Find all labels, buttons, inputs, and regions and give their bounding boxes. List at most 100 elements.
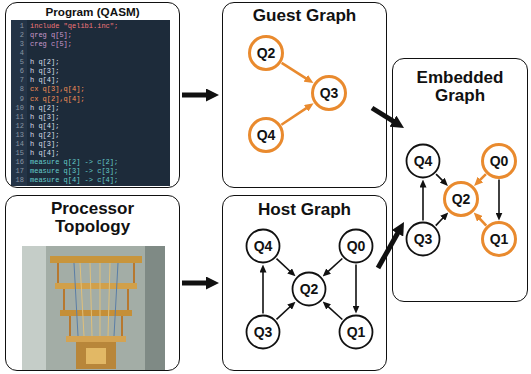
panel-title: Program (QASM) xyxy=(9,6,177,19)
code-line: h q[3]; xyxy=(30,140,168,148)
panel-title: Guest Graph xyxy=(226,7,384,25)
line-number: 7 xyxy=(12,76,24,84)
coupling-arrow xyxy=(277,259,292,273)
panel-title: Processor Topology xyxy=(33,200,153,237)
coupling-arrow xyxy=(262,271,264,314)
line-number: 16 xyxy=(12,158,24,166)
mixing-chamber xyxy=(76,342,116,369)
qubit-node: Q0 xyxy=(481,143,517,179)
line-number: 11 xyxy=(12,113,24,121)
line-number: 12 xyxy=(12,122,24,130)
coax-lines xyxy=(80,263,110,336)
code-line: h q[4]; xyxy=(30,122,168,130)
code-line: qreg q[5]; xyxy=(30,31,168,39)
cryostat-photo xyxy=(22,246,165,370)
qubit-label: Q3 xyxy=(245,314,281,350)
panel-title: Host Graph xyxy=(226,201,384,219)
cryostat-plate xyxy=(50,256,142,263)
coupling-arrow xyxy=(327,306,342,320)
code-line: h q[2]; xyxy=(30,131,168,139)
panel-box: Processor Topology xyxy=(5,195,180,371)
flow-arrow xyxy=(182,281,210,286)
code-line: h q[4]; xyxy=(30,149,168,157)
coupling-arrow xyxy=(498,180,500,215)
line-number: 8 xyxy=(12,85,24,93)
qubit-node: Q3 xyxy=(245,314,281,350)
qubit-label: Q0 xyxy=(338,228,374,264)
code-line: h q[4]; xyxy=(30,76,168,84)
coupling-arrow xyxy=(327,258,342,272)
code-screenshot xyxy=(11,20,170,186)
qubit-node: Q2 xyxy=(248,35,284,71)
code-line: h q[3]; xyxy=(30,67,168,75)
qubit-label: Q2 xyxy=(443,181,479,217)
line-number: 4 xyxy=(12,49,24,57)
line-number: 1 xyxy=(12,22,24,30)
qubit-node: Q0 xyxy=(338,228,374,264)
coupling-arrow xyxy=(422,186,424,221)
line-number: 10 xyxy=(12,104,24,112)
photo-wall xyxy=(145,246,165,370)
qubit-node: Q3 xyxy=(311,75,347,111)
coupling-arrow xyxy=(436,174,444,182)
qubit-label: Q3 xyxy=(311,75,347,111)
qubit-label: Q2 xyxy=(248,35,284,71)
qubit-label: Q2 xyxy=(291,271,327,307)
qubit-label: Q4 xyxy=(248,117,284,153)
cryostat-plate xyxy=(55,283,137,289)
coupling-arrow xyxy=(478,174,486,182)
photo-wall xyxy=(22,246,46,370)
code-line: creg c[5]; xyxy=(30,40,168,48)
line-number: 3 xyxy=(12,40,24,48)
line-number: 6 xyxy=(12,67,24,75)
sample-holder xyxy=(86,348,106,364)
cryostat-plate xyxy=(66,336,126,342)
cryostat-plate xyxy=(60,310,132,316)
coupling-arrow xyxy=(436,217,444,226)
flow-arrow xyxy=(378,230,400,268)
qubit-node: Q4 xyxy=(405,143,441,179)
code-line: h q[2]; xyxy=(30,104,168,112)
panel-box: Guest GraphQ2Q3Q4 xyxy=(222,2,387,188)
line-number: 14 xyxy=(12,140,24,148)
panel-title: Embedded Graph xyxy=(410,69,510,106)
code-line: measure q[2] -> c[2]; xyxy=(30,158,168,166)
qubit-label: Q3 xyxy=(405,221,441,257)
code-line: h q[2]; xyxy=(30,58,168,66)
qubit-node: Q1 xyxy=(481,221,517,257)
coupling-arrow xyxy=(277,306,292,320)
qubit-node: Q4 xyxy=(248,117,284,153)
panel-box: Host GraphQ4 Q0Q2Q3 Q1 xyxy=(222,195,387,371)
blue-cables xyxy=(74,263,118,336)
photo-background xyxy=(22,246,165,370)
code-line: include "qelib1.inc"; xyxy=(30,22,168,30)
code-line: h q[3]; xyxy=(30,113,168,121)
coupling-arrow xyxy=(282,63,309,80)
line-number: 2 xyxy=(12,31,24,39)
qubit-node: Q4 xyxy=(245,228,281,264)
qubit-label: Q0 xyxy=(481,143,517,179)
qubit-node: Q2 xyxy=(443,181,479,217)
line-number: 15 xyxy=(12,149,24,157)
code-gutter xyxy=(11,20,27,186)
code-line: measure q[4] -> c[4]; xyxy=(30,176,168,184)
line-number: 18 xyxy=(12,176,24,184)
qubit-label: Q1 xyxy=(481,221,517,257)
coupling-arrow xyxy=(355,265,357,308)
qubit-label: Q4 xyxy=(405,143,441,179)
qubit-node: Q2 xyxy=(291,271,327,307)
qubit-node: Q1 xyxy=(338,314,374,350)
line-number: 17 xyxy=(12,167,24,175)
line-number: 9 xyxy=(12,95,24,103)
coupling-arrow xyxy=(478,217,486,226)
line-number: 5 xyxy=(12,58,24,66)
qubit-label: Q1 xyxy=(338,314,374,350)
line-number: 13 xyxy=(12,131,24,139)
qubit-node: Q3 xyxy=(405,221,441,257)
coupling-arrow xyxy=(281,107,308,125)
flow-arrow xyxy=(182,93,210,98)
code-background xyxy=(11,20,170,186)
cryostat-rods xyxy=(58,263,134,336)
